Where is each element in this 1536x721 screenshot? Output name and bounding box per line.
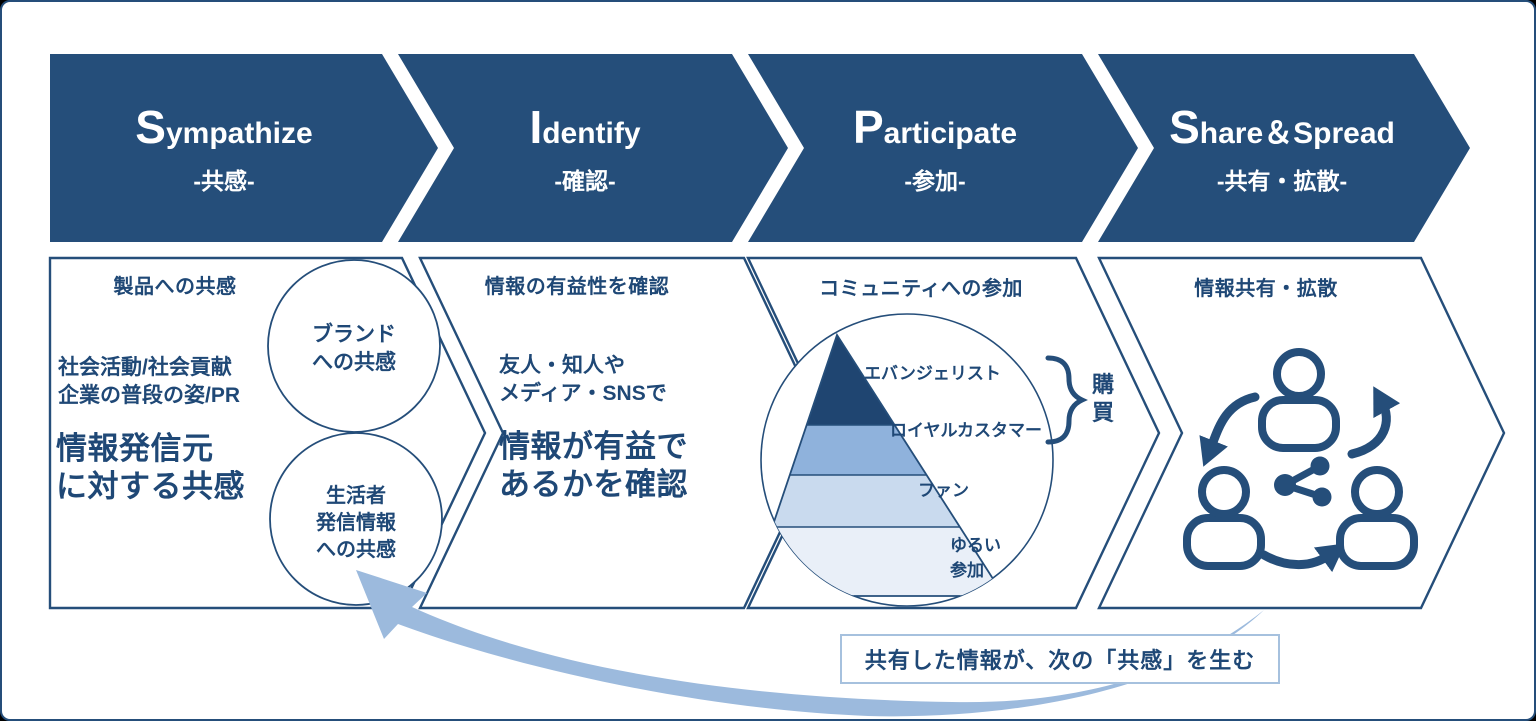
stage-title-rest: ympathize — [165, 117, 313, 150]
consumer-sympathy-circle — [269, 432, 443, 606]
panel-body-identify: 友人・知人や メディア・SNSで — [499, 354, 667, 405]
panel-heading-participate: コミュニティへの参加 — [819, 278, 1023, 300]
stage-title-rest: articipate — [883, 117, 1018, 150]
stage-title-initial: P — [852, 101, 884, 153]
panel-heading-identify: 情報の有益性を確認 — [484, 276, 670, 298]
stage-title-initial: S — [1169, 101, 1200, 153]
stage-title-initial: S — [135, 101, 166, 153]
stage-subtitle-identify: -確認- — [554, 168, 616, 194]
header-chevron-identify — [398, 54, 788, 242]
panel-heading-sympathize: 製品への共感 — [113, 276, 237, 298]
brand-sympathy-circle — [267, 259, 441, 433]
stage-title-rest: hare＆Spread — [1199, 117, 1395, 150]
share-nodes-icon — [1274, 456, 1332, 507]
stage-subtitle-participate: -参加- — [904, 168, 966, 194]
header-chevron-participate — [748, 54, 1138, 242]
stage-subtitle-share-spread: -共有・拡散- — [1216, 168, 1348, 194]
circular-arrows-icon — [1199, 386, 1401, 573]
panel-heading-share-spread: 情報共有・拡散 — [1194, 278, 1338, 300]
consumer-sympathy-circle-label: 生活者 発信情報 への共感 — [316, 485, 396, 561]
stage-title-sympathize: Sympathize — [50, 102, 398, 164]
share-spread-icons — [1183, 348, 1418, 573]
purchase-label: 購 買 — [1091, 372, 1114, 425]
pyramid-tier1-label: エバンジェリスト — [864, 364, 1001, 383]
panel-emphasis-identify: 情報が有益で あるかを確認 — [499, 429, 688, 502]
person-icon — [1258, 348, 1340, 452]
stage-title-initial: I — [529, 101, 543, 153]
header-chevron-share-spread — [1098, 54, 1470, 242]
stage-subtitle-sympathize: -共感- — [193, 168, 255, 194]
header-chevron-sympathize — [50, 54, 438, 242]
person-icon — [1336, 466, 1418, 570]
panel-emphasis-sympathize: 情報発信元 に対する共感 — [56, 431, 245, 504]
pyramid-tier3-label: ファン — [918, 481, 969, 500]
feedback-caption-box: 共有した情報が、次の「共感」を生む — [840, 634, 1280, 684]
pyramid-tier2-label: ロイヤルカスタマー — [890, 421, 1042, 440]
stage-title-participate: Participate — [750, 102, 1120, 164]
panel-body-sympathize: 社会活動/社会貢献 企業の普段の姿/PR — [58, 356, 241, 407]
person-icon — [1183, 466, 1265, 570]
stage-title-identify: Identify — [400, 102, 770, 164]
brand-sympathy-circle-label: ブランド への共感 — [312, 323, 396, 374]
panel-identify — [418, 256, 829, 610]
right-curly-brace-icon — [1045, 355, 1088, 445]
stage-title-rest: dentify — [542, 117, 641, 150]
header-chevrons — [50, 54, 1470, 242]
stage-title-share-spread: Share＆Spread — [1100, 102, 1464, 164]
pyramid-tier4-label: ゆるい 参加 — [950, 536, 1001, 580]
community-pyramid — [760, 313, 1088, 607]
feedback-caption-text: 共有した情報が、次の「共感」を生む — [864, 648, 1256, 673]
